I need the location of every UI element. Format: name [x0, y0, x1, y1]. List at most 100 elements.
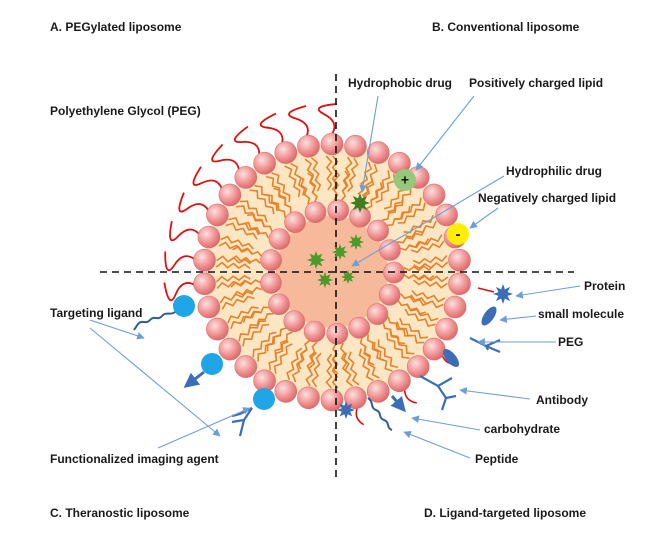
lipid-head [422, 183, 446, 207]
lipid-tail [366, 182, 383, 210]
antibody-y-icon [231, 407, 253, 437]
arrow-imaging-agent [157, 407, 251, 449]
lipid-head [320, 132, 344, 156]
lipid-tail [412, 254, 448, 265]
lipid-tail [366, 334, 384, 361]
lipid-tail [332, 343, 339, 375]
lipid-head [260, 249, 282, 271]
lipid-head [435, 203, 458, 227]
lipid-tail [221, 295, 255, 310]
quadrant-a-title: A. PEGylated liposome [50, 20, 182, 34]
lipid-head [422, 337, 446, 361]
lipid-tail [297, 339, 311, 370]
lipid-head [268, 293, 290, 316]
lipid-head [193, 272, 216, 296]
lipid-head [443, 295, 467, 319]
green-star-drug-icon [348, 234, 364, 250]
quadrant-d-title: D. Ligand-targeted liposome [424, 506, 587, 520]
lipid-tail [249, 189, 275, 215]
lipid-tail [397, 299, 426, 316]
lipid-head [206, 203, 229, 227]
lipid-head [379, 239, 401, 261]
lipid-head [367, 219, 389, 242]
carbohydrate-arrow-icon [390, 395, 406, 413]
label-carbohydrate: carbohydrate [484, 422, 561, 436]
lipid-head [320, 388, 344, 412]
lipid-tail [399, 238, 430, 251]
lipid-tail [257, 334, 281, 362]
lipid-tail [215, 274, 251, 283]
lipid-tail [291, 349, 307, 383]
lipid-tail [410, 240, 445, 254]
lipid-tail [347, 157, 359, 193]
label-protein: Protein [584, 279, 626, 293]
lipid-tail [347, 351, 360, 386]
lipid-tail [359, 337, 375, 366]
lipid-tail [216, 279, 252, 290]
peg-chain-icon [211, 143, 240, 171]
lipid-head [193, 248, 216, 272]
green-star-drug-icon [307, 251, 325, 269]
lipid-tail [394, 197, 422, 221]
label-hydrophobic-drug: Hydrophobic drug [348, 76, 452, 90]
lipid-tail [406, 304, 439, 322]
lipid-tail [387, 316, 412, 337]
lipid-tail [252, 331, 277, 358]
lipid-tail [386, 205, 411, 227]
label-positively-charged-lipid: Positively charged lipid [469, 76, 604, 90]
peptide-coil-icon [367, 397, 393, 431]
lipid-head [327, 199, 350, 222]
lipid-head [366, 303, 389, 325]
peg-chain-icon [288, 105, 309, 137]
positive-lipid-icon [394, 169, 416, 191]
peg-chain-icon [259, 112, 284, 144]
lipid-head [348, 316, 371, 339]
lipid-head [388, 369, 411, 393]
lipid-tail [403, 214, 434, 234]
lipid-tail [325, 155, 333, 191]
lipid-tail [273, 187, 292, 214]
lipid-head [326, 322, 349, 345]
lipid-head [435, 317, 458, 341]
peg-chain-icon [403, 389, 417, 404]
lipid-tail [265, 193, 286, 218]
lipid-tails [215, 155, 449, 389]
lipid-head [197, 225, 221, 249]
lipid-head [406, 355, 430, 378]
minus-sign: - [456, 226, 461, 243]
lipid-tail [389, 329, 415, 355]
arrow-carbohydrate [411, 415, 481, 431]
lipid-tail [304, 158, 317, 193]
lipid-head [234, 166, 258, 189]
lipid-head [234, 355, 258, 378]
label-peg-polymer: Polyethylene Glycol (PEG) [50, 104, 201, 118]
peg-chain-icon [234, 125, 261, 155]
green-star-drug-icon [341, 270, 355, 284]
antibody-y-icon [419, 375, 457, 411]
lipid-tail [230, 279, 262, 288]
lipid-tail [306, 341, 318, 373]
lipid-head [268, 228, 291, 250]
lipid-tail [403, 264, 435, 272]
lipid-head [366, 380, 390, 403]
lipid-tail [242, 323, 270, 347]
lipid-head [344, 134, 367, 158]
lipid-tail [377, 339, 399, 369]
lipid-head [253, 151, 276, 175]
lipid-tail [382, 322, 405, 345]
small-molecule-pill-icon [442, 348, 460, 368]
lipid-tail [311, 352, 322, 388]
label-antibody: Antibody [536, 393, 588, 407]
protein-tether [477, 287, 495, 293]
lipid-head [197, 295, 221, 319]
peg-chain-icon [317, 103, 338, 135]
lipid-head [304, 201, 327, 223]
lipid-tail [265, 175, 287, 205]
lipid-tail [363, 346, 380, 379]
peg-chains [163, 103, 459, 426]
lipid-tail [358, 348, 374, 382]
lipid-tail [232, 245, 263, 257]
label-negatively-charged-lipid: Negatively charged lipid [478, 191, 617, 205]
lipid-head [366, 141, 390, 164]
lipid-tail [284, 165, 301, 198]
